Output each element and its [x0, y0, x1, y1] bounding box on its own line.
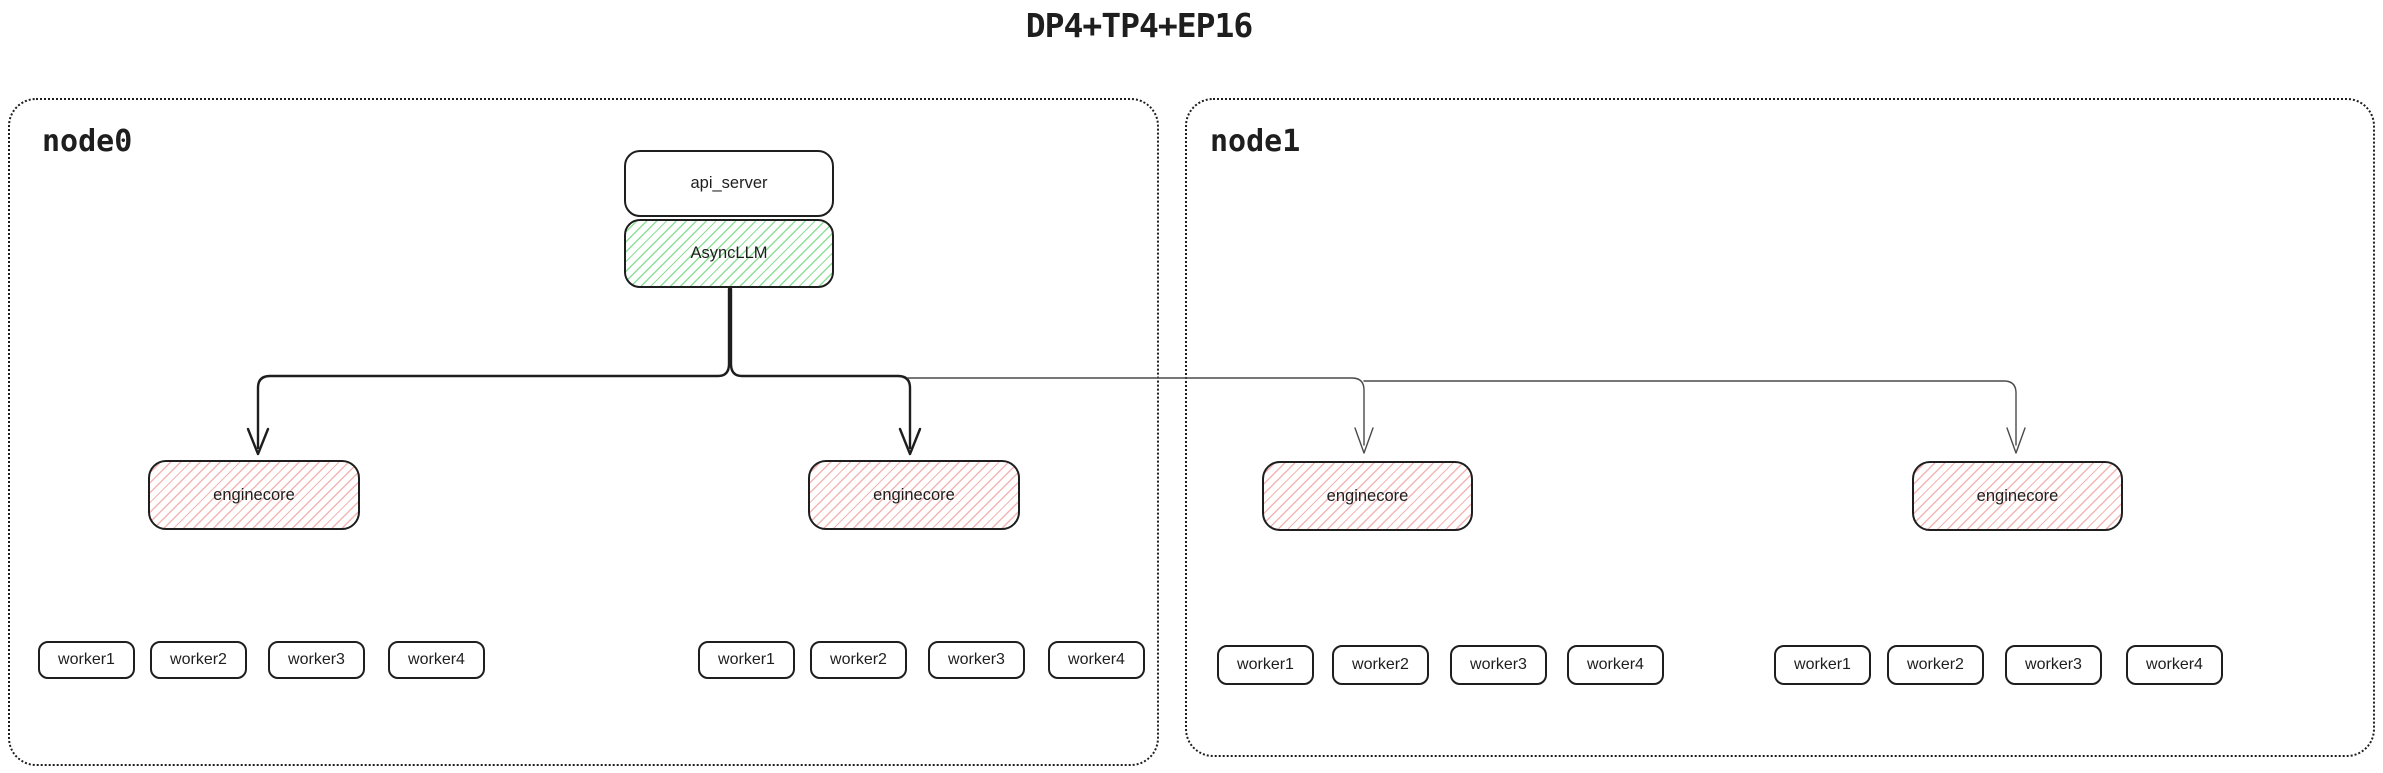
- worker-box: worker2: [810, 641, 907, 679]
- worker-box: worker1: [1217, 645, 1314, 685]
- worker-box: worker4: [388, 641, 485, 679]
- worker-box: worker3: [268, 641, 365, 679]
- worker-box: worker2: [150, 641, 247, 679]
- worker-box: worker4: [2126, 645, 2223, 685]
- worker-box: worker1: [698, 641, 795, 679]
- worker-box: worker3: [2005, 645, 2102, 685]
- enginecore4-box: enginecore: [1912, 461, 2123, 531]
- worker-box: worker4: [1048, 641, 1145, 679]
- worker-box: worker1: [1774, 645, 1871, 685]
- api-server-box: api_server: [624, 150, 834, 217]
- worker-box: worker2: [1887, 645, 1984, 685]
- worker-box: worker3: [1450, 645, 1547, 685]
- asyncllm-box: AsyncLLM: [624, 219, 834, 288]
- enginecore1-box: enginecore: [148, 460, 360, 530]
- worker-box: worker1: [38, 641, 135, 679]
- enginecore2-box: enginecore: [808, 460, 1020, 530]
- diagram-title: DP4+TP4+EP16: [1025, 6, 1253, 45]
- worker-box: worker2: [1332, 645, 1429, 685]
- worker-box: worker3: [928, 641, 1025, 679]
- enginecore3-box: enginecore: [1262, 461, 1473, 531]
- node1-label: node1: [1210, 124, 1301, 159]
- worker-box: worker4: [1567, 645, 1664, 685]
- node0-label: node0: [42, 124, 133, 159]
